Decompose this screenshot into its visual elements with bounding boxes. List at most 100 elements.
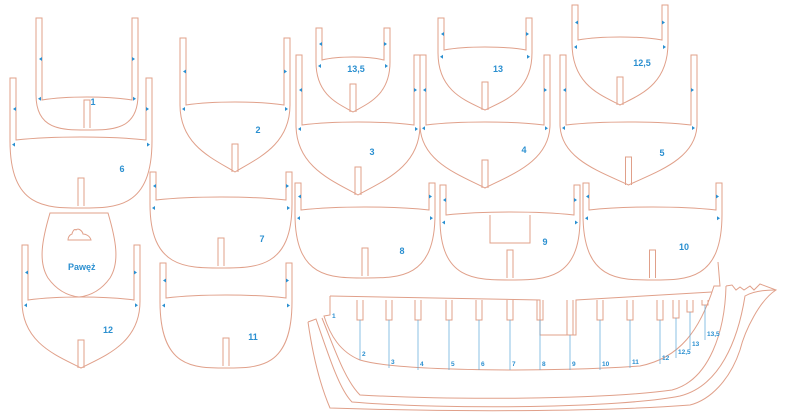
keel-slot — [649, 249, 656, 278]
frame-label: 6 — [119, 164, 124, 174]
keel-slot — [481, 81, 489, 110]
alignment-mark-icon — [286, 278, 289, 283]
keel-slot — [83, 99, 91, 128]
alignment-mark-icon — [153, 184, 156, 188]
hull-inner — [321, 285, 727, 399]
frame-label: 11 — [248, 332, 258, 342]
station-label: 12,5 — [678, 349, 691, 356]
frame-12: 12 — [21, 244, 141, 369]
frame-outline — [295, 54, 421, 196]
alignment-mark-icon — [527, 54, 530, 59]
keel-slot — [596, 300, 604, 321]
frame-outline — [315, 27, 391, 113]
station-label: 13 — [692, 341, 700, 348]
frame-label: 12 — [103, 325, 113, 335]
frame-label: 5 — [659, 148, 664, 158]
alignment-mark-icon — [414, 88, 417, 92]
transom-piece: Pawęż — [41, 212, 117, 298]
alignment-mark-icon — [183, 69, 186, 74]
keel-slot — [656, 300, 664, 321]
alignment-mark-icon — [133, 96, 136, 101]
alignment-mark-icon — [574, 45, 577, 49]
keel-slot — [506, 249, 514, 278]
frame-outline — [21, 244, 141, 369]
alignment-mark-icon — [422, 126, 425, 131]
alignment-mark-icon — [585, 216, 588, 221]
alignment-mark-icon — [662, 20, 665, 25]
alignment-mark-icon — [663, 45, 666, 49]
frame-label: 1 — [90, 97, 95, 107]
frame-outline — [149, 171, 293, 269]
station-label: 11 — [632, 359, 639, 366]
station-label: 8 — [542, 361, 546, 368]
keel-slot — [356, 300, 364, 321]
alignment-mark-icon — [182, 107, 185, 111]
alignment-mark-icon — [586, 194, 589, 199]
alignment-mark-icon — [575, 220, 578, 225]
alignment-mark-icon — [385, 64, 388, 68]
keel-slot — [231, 143, 239, 172]
transom-cutout — [67, 228, 92, 241]
alignment-mark-icon — [147, 142, 150, 147]
frame-label: 4 — [521, 145, 526, 155]
frame-outline — [582, 182, 723, 281]
frame-outline — [559, 54, 698, 186]
station-label: 10 — [602, 361, 610, 368]
station-label: 4 — [420, 361, 424, 368]
frame-label: 10 — [679, 242, 689, 252]
alignment-mark-icon — [563, 88, 566, 92]
keel-slot — [445, 300, 453, 321]
keel-slot — [217, 237, 225, 266]
transom-outline — [41, 212, 117, 298]
alignment-mark-icon — [430, 216, 433, 221]
frame-outline — [419, 54, 551, 189]
frame-notch — [489, 215, 531, 244]
frame-1: 1 — [35, 17, 139, 131]
frame-label: 8 — [399, 246, 404, 256]
frame-label: 2 — [255, 125, 260, 135]
keel-slots — [329, 291, 713, 336]
alignment-mark-icon — [545, 126, 548, 131]
frame-outline — [437, 17, 533, 111]
alignment-mark-icon — [146, 107, 149, 111]
alignment-mark-icon — [299, 88, 302, 92]
keel-slot — [672, 300, 680, 319]
frame-9: 9 — [439, 184, 581, 281]
alignment-mark-icon — [286, 184, 289, 188]
alignment-mark-icon — [13, 107, 16, 111]
alignment-mark-icon — [442, 220, 445, 225]
alignment-mark-icon — [132, 57, 135, 61]
keel-slot — [475, 300, 483, 321]
alignment-mark-icon — [152, 206, 155, 210]
frame-5: 5 — [559, 54, 698, 186]
frame-10: 10 — [582, 182, 723, 281]
alignment-mark-icon — [298, 194, 301, 199]
keel-slot — [385, 300, 393, 321]
alignment-mark-icon — [574, 198, 577, 202]
alignment-mark-icon — [691, 88, 694, 92]
alignment-mark-icon — [384, 42, 387, 46]
alignment-mark-icon — [285, 107, 288, 111]
transom-label: Pawęż — [68, 262, 96, 272]
keel-slot — [566, 300, 574, 336]
keel-slot — [361, 247, 369, 276]
frame-label: 13 — [493, 64, 503, 74]
frame-outline — [35, 17, 139, 131]
alignment-mark-icon — [319, 42, 322, 46]
alignment-mark-icon — [423, 88, 426, 92]
keel-top-edge — [329, 291, 713, 336]
station-label: 13,5 — [707, 331, 720, 338]
stem — [307, 283, 778, 412]
alignment-mark-icon — [526, 32, 529, 36]
keel-slot — [616, 76, 624, 105]
alignment-mark-icon — [717, 216, 720, 221]
frame-label: 7 — [259, 234, 264, 244]
keel-slot — [625, 156, 632, 185]
alignment-mark-icon — [287, 206, 290, 210]
station-label: 6 — [481, 361, 485, 368]
alignment-mark-icon — [298, 127, 301, 131]
